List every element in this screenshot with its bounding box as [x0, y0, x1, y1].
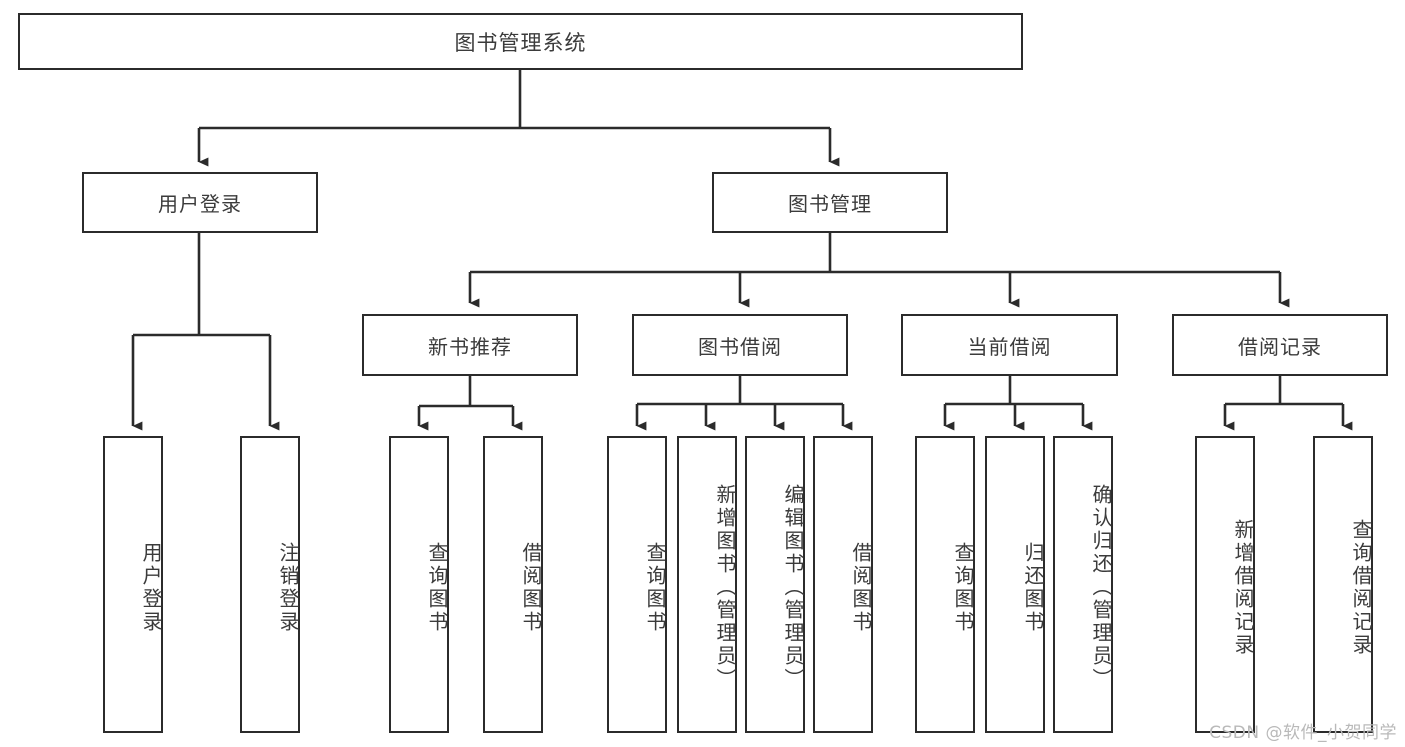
node-borrow-record[interactable]: 借阅记录 [1172, 314, 1388, 376]
node-label: 新增借阅记录 [1231, 518, 1255, 657]
node-label: 当前借阅 [967, 334, 1052, 359]
node-label: 查询图书 [643, 541, 667, 634]
leaf-borrow-record-add[interactable]: 新增借阅记录 [1195, 436, 1255, 733]
node-new-book-recommend[interactable]: 新书推荐 [362, 314, 578, 376]
node-label: 确认归还（管理员） [1089, 484, 1113, 691]
node-book-borrow[interactable]: 图书借阅 [632, 314, 848, 376]
node-label: 新书推荐 [428, 334, 512, 359]
node-label: 查询图书 [951, 541, 975, 634]
node-label: 图书管理 [788, 192, 872, 216]
node-root-system[interactable]: 图书管理系统 [18, 13, 1023, 70]
node-label: 图书管理系统 [454, 30, 587, 55]
leaf-book-borrow-borrow[interactable]: 借阅图书 [813, 436, 873, 733]
node-label: 编辑图书（管理员） [781, 484, 805, 691]
leaf-user-login-signin[interactable]: 用户登录 [103, 436, 163, 733]
node-label: 借阅记录 [1238, 334, 1322, 359]
leaf-borrow-record-query[interactable]: 查询借阅记录 [1313, 436, 1373, 733]
node-label: 借阅图书 [849, 541, 873, 634]
leaf-current-borrow-confirm-return[interactable]: 确认归还（管理员） [1053, 436, 1113, 733]
node-label: 查询图书 [425, 541, 449, 634]
node-book-management[interactable]: 图书管理 [712, 172, 948, 233]
node-label: 图书借阅 [698, 334, 782, 359]
leaf-new-book-query[interactable]: 查询图书 [389, 436, 449, 733]
node-label: 注销登录 [276, 541, 300, 634]
leaf-book-borrow-query[interactable]: 查询图书 [607, 436, 667, 733]
node-label: 归还图书 [1021, 541, 1045, 634]
node-label: 借阅图书 [519, 541, 543, 634]
leaf-book-borrow-edit[interactable]: 编辑图书（管理员） [745, 436, 805, 733]
leaf-book-borrow-add[interactable]: 新增图书（管理员） [677, 436, 737, 733]
leaf-user-login-signout[interactable]: 注销登录 [240, 436, 300, 733]
leaf-new-book-borrow[interactable]: 借阅图书 [483, 436, 543, 733]
leaf-current-borrow-return[interactable]: 归还图书 [985, 436, 1045, 733]
node-label: 用户登录 [139, 541, 163, 634]
node-label: 用户登录 [158, 192, 242, 216]
node-current-borrow[interactable]: 当前借阅 [901, 314, 1118, 376]
node-label: 查询借阅记录 [1349, 518, 1373, 657]
leaf-current-borrow-query[interactable]: 查询图书 [915, 436, 975, 733]
node-user-login[interactable]: 用户登录 [82, 172, 318, 233]
node-label: 新增图书（管理员） [713, 484, 737, 691]
